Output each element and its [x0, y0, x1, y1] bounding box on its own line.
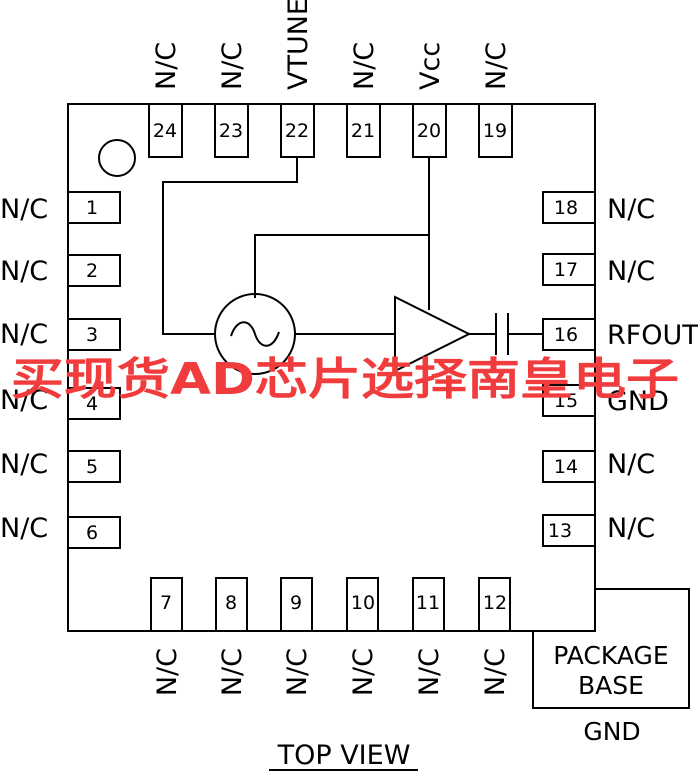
pin-3: 3 N/C: [0, 318, 121, 351]
pin-number: 5: [86, 456, 98, 478]
pin-label: Vcc: [415, 42, 446, 90]
pin-number: 1: [86, 197, 98, 219]
pin-number: 7: [160, 592, 172, 614]
pin-label: RFOUT: [607, 320, 698, 351]
pin-6: 6 N/C: [0, 513, 121, 549]
pin-label: N/C: [217, 648, 248, 696]
package-base-outline: [532, 588, 690, 709]
pin-label: N/C: [481, 42, 512, 90]
pin-23: 23 N/C: [214, 42, 249, 158]
pin-5: 5 N/C: [0, 449, 121, 483]
pin-14: 14 N/C: [542, 449, 655, 483]
pin-4: 4 N/C: [0, 385, 121, 420]
oscillator-symbol: [214, 293, 296, 375]
pin-17: 17 N/C: [542, 253, 655, 287]
pin-11: 11 N/C: [412, 577, 445, 696]
pin-24: 24 N/C: [148, 42, 183, 158]
pin-18: 18 N/C: [542, 191, 655, 225]
pin-12: 12 N/C: [478, 577, 511, 696]
pin-label: N/C: [0, 194, 48, 225]
pin-8: 8 N/C: [215, 577, 248, 696]
internal-circuit: [162, 157, 542, 335]
ic-body: [67, 103, 596, 632]
watermark-text: 买现货AD芯片选择南皇电子: [11, 354, 679, 405]
pin-number: 13: [548, 520, 572, 542]
pin-number: 4: [86, 393, 98, 415]
pin-number: 8: [225, 592, 237, 614]
pin-label: N/C: [0, 256, 48, 287]
pin1-marker: [98, 139, 136, 177]
package-base-gnd-label: GND: [583, 717, 640, 746]
pin-7: 7 N/C: [150, 577, 183, 696]
pin-number: 11: [416, 592, 440, 614]
pin-number: 23: [219, 120, 243, 142]
pin-number: 9: [290, 592, 302, 614]
pin-label: VTUNE: [283, 0, 314, 90]
pin-label: N/C: [0, 385, 48, 416]
pin-label: N/C: [0, 449, 48, 480]
pin-number: 19: [483, 120, 507, 142]
pin-15: 15 GND: [542, 384, 669, 417]
pin-number: 6: [86, 522, 98, 544]
pin-label: N/C: [151, 42, 182, 90]
pin-label: N/C: [282, 648, 313, 696]
view-label: TOP VIEW: [277, 740, 411, 771]
pin-label: N/C: [348, 648, 379, 696]
pin-2: 2 N/C: [0, 254, 121, 287]
pin-label: N/C: [152, 648, 183, 696]
pin-label: N/C: [414, 648, 445, 696]
package-base-label-line2: BASE: [578, 671, 644, 700]
pin-number: 12: [483, 592, 507, 614]
pin-20: 20 Vcc: [412, 42, 447, 158]
pin-label: N/C: [0, 513, 48, 544]
pin-label: N/C: [607, 449, 655, 480]
pin-label: N/C: [607, 194, 655, 225]
pin-21: 21 N/C: [346, 42, 381, 158]
pin-label: N/C: [607, 513, 655, 544]
pin-number: 20: [417, 120, 441, 142]
pin-label: N/C: [349, 42, 380, 90]
pin-label: N/C: [0, 319, 48, 350]
pin-22: 22 VTUNE: [280, 0, 315, 158]
pin-number: 3: [86, 324, 98, 346]
pin-number: 21: [351, 120, 375, 142]
amplifier-symbol: [394, 295, 472, 373]
pin-label: GND: [607, 386, 669, 417]
pin-label: N/C: [217, 42, 248, 90]
pin-16: 16 RFOUT: [542, 318, 698, 351]
pin-19: 19 N/C: [478, 42, 513, 158]
pin-number: 22: [285, 120, 309, 142]
pin-number: 10: [351, 592, 375, 614]
pin-label: N/C: [607, 256, 655, 287]
pin-label: N/C: [480, 648, 511, 696]
package-base-label-line1: PACKAGE: [553, 641, 668, 670]
pin-number: 16: [554, 324, 578, 346]
pin-10: 10 N/C: [346, 577, 379, 696]
capacitor-symbol: [495, 313, 509, 355]
pin-9: 9 N/C: [280, 577, 313, 696]
pin-number: 17: [554, 259, 578, 281]
pin-number: 18: [554, 197, 578, 219]
pin-number: 2: [86, 260, 98, 282]
pin-1: 1 N/C: [0, 191, 121, 225]
pin-number: 14: [554, 456, 578, 478]
pin-number: 24: [153, 120, 177, 142]
pin-number: 15: [554, 390, 578, 412]
pin-13: 13 N/C: [542, 513, 655, 547]
